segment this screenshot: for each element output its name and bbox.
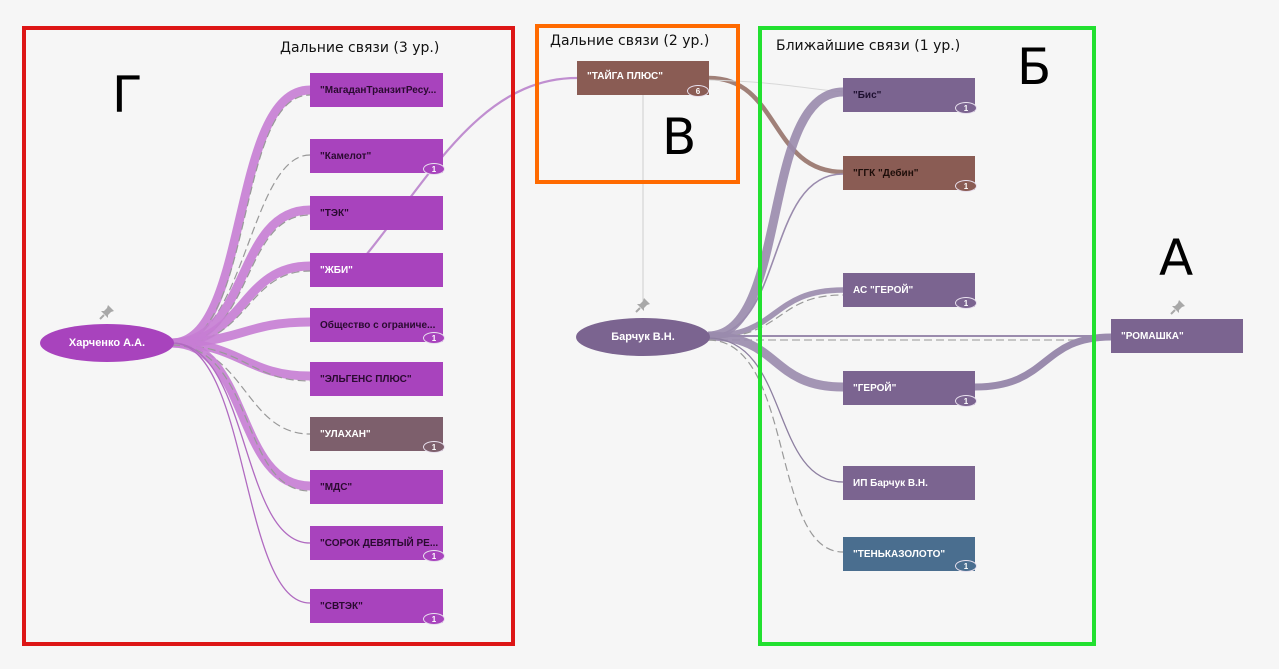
link-svtek xyxy=(171,342,311,604)
link-mds-dashed xyxy=(171,344,311,492)
company-label: "СВТЭК" xyxy=(320,600,363,612)
company-label: "УЛАХАН" xyxy=(320,428,371,440)
count-badge: 1 xyxy=(955,395,977,407)
link-debin xyxy=(707,173,844,337)
company-node[interactable]: "Бис" xyxy=(843,78,975,112)
link-as-geroy-dashed xyxy=(707,294,844,339)
count-badge: 1 xyxy=(423,332,445,344)
company-label: Общество с ограниче... xyxy=(320,319,436,331)
count-badge: 1 xyxy=(423,163,445,175)
link-ip-barchuk xyxy=(707,337,844,483)
company-node[interactable]: ИП Барчук В.Н. xyxy=(843,466,975,500)
company-node[interactable]: "СОРОК ДЕВЯТЫЙ РЕ... xyxy=(310,526,443,560)
link-geroy xyxy=(707,331,844,392)
person-name: Барчук В.Н. xyxy=(611,331,675,343)
company-node[interactable]: "ТЕНЬКАЗОЛОТО" xyxy=(843,537,975,571)
company-node[interactable]: "ГЕРОЙ" xyxy=(843,371,975,405)
link-tenka-dashed xyxy=(707,339,844,553)
count-badge: 1 xyxy=(955,180,977,192)
company-node[interactable]: "МДС" xyxy=(310,470,443,504)
company-node-romashka[interactable]: "РОМАШКА" xyxy=(1111,319,1243,353)
count-badge: 1 xyxy=(955,560,977,572)
count-badge: 1 xyxy=(423,613,445,625)
link-geroy-romashka xyxy=(974,333,1112,391)
letter-b: Б xyxy=(1017,38,1052,96)
company-label: "МДС" xyxy=(320,481,353,493)
link-elgens-dashed xyxy=(171,344,311,382)
section-title-near1: Ближайшие связи (1 ур.) xyxy=(776,38,961,54)
pin-icon[interactable] xyxy=(635,297,651,313)
link-sorok xyxy=(171,342,311,544)
person-name: Харченко А.А. xyxy=(68,337,146,349)
count-badge: 1 xyxy=(955,102,977,114)
pin-icon[interactable] xyxy=(99,304,115,320)
company-node[interactable]: Общество с ограниче... xyxy=(310,308,443,342)
section-title-far3: Дальние связи (3 ур.) xyxy=(280,40,440,56)
company-label: "РОМАШКА" xyxy=(1121,330,1184,342)
count-badge: 1 xyxy=(423,441,445,453)
count-badge: 1 xyxy=(423,550,445,562)
company-label: "ГЕРОЙ" xyxy=(853,382,897,394)
barchuk-links xyxy=(707,87,1111,553)
company-node[interactable]: "МагаданТранзитРесу... xyxy=(310,73,443,107)
company-label: "МагаданТранзитРесу... xyxy=(320,84,437,96)
count-badge: 1 xyxy=(955,297,977,309)
company-label: АС "ГЕРОЙ" xyxy=(853,284,914,296)
person-node-kharchenko[interactable]: Харченко А.А. xyxy=(40,324,174,362)
link-mds xyxy=(171,338,311,491)
company-label: "ТЭК" xyxy=(320,207,349,219)
company-label: "Камелот" xyxy=(320,150,372,162)
link-bis xyxy=(707,87,844,341)
company-node[interactable]: "ЭЛЬГЕНС ПЛЮС" xyxy=(310,362,443,396)
company-label: "ЭЛЬГЕНС ПЛЮС" xyxy=(320,373,412,385)
company-label: "ТЕНЬКАЗОЛОТО" xyxy=(853,548,946,560)
company-node[interactable]: "УЛАХАН" xyxy=(310,417,443,451)
link-taiga-debin xyxy=(708,75,844,175)
pin-icon[interactable] xyxy=(1170,299,1186,315)
company-label: "ГГК "Дебин" xyxy=(853,167,919,179)
company-node[interactable]: "Камелот" xyxy=(310,139,443,173)
company-label: "Бис" xyxy=(853,89,882,101)
person-node-barchuk[interactable]: Барчук В.Н. xyxy=(576,318,710,356)
frame-far-level-2 xyxy=(535,24,740,184)
frame-near-level-1 xyxy=(758,26,1096,646)
company-node[interactable]: "ЖБИ" xyxy=(310,253,443,287)
letter-a: А xyxy=(1159,229,1194,287)
count-badge: 6 xyxy=(687,85,709,97)
company-label: "СОРОК ДЕВЯТЫЙ РЕ... xyxy=(320,537,439,549)
section-title-far2: Дальние связи (2 ур.) xyxy=(550,33,710,49)
company-node[interactable]: "СВТЭК" xyxy=(310,589,443,623)
kharchenko-links xyxy=(171,85,311,604)
frame-far-level-3 xyxy=(22,26,515,646)
company-label: "ЖБИ" xyxy=(320,264,353,276)
letter-v: В xyxy=(662,108,697,166)
link-magadan xyxy=(171,85,311,348)
company-label: ИП Барчук В.Н. xyxy=(853,477,928,489)
company-node[interactable]: "ТЭК" xyxy=(310,196,443,230)
company-node[interactable]: АС "ГЕРОЙ" xyxy=(843,273,975,307)
letter-g: Г xyxy=(112,66,143,124)
company-label: "ТАЙГА ПЛЮС" xyxy=(587,71,664,82)
company-node[interactable]: "ГГК "Дебин" xyxy=(843,156,975,190)
